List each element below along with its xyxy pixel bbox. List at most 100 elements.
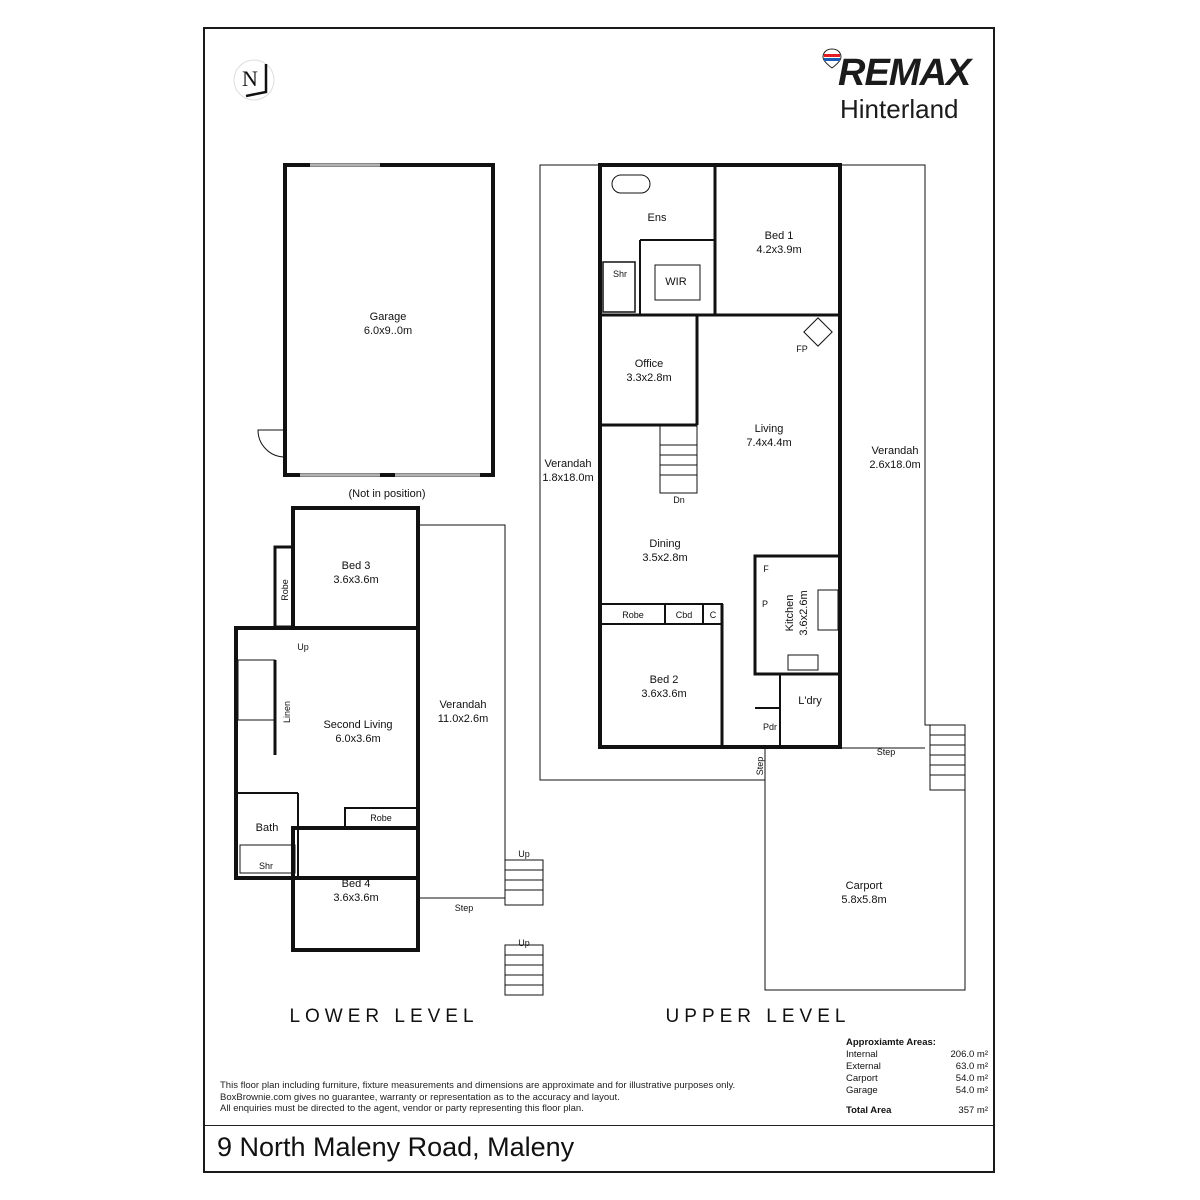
balloon-logo-icon <box>822 48 842 69</box>
pantry-label: P <box>761 599 769 609</box>
room-bed3: Bed 3 3.6x3.6m <box>333 559 378 587</box>
room-size: 1.8x18.0m <box>542 472 594 484</box>
disclaimer-line: This floor plan including furniture, fix… <box>220 1080 736 1091</box>
linen-label: Linen <box>282 700 292 724</box>
fridge-label: F <box>763 564 769 574</box>
area-value: 63.0 m² <box>955 1061 988 1072</box>
room-size: 6.0x3.6m <box>335 733 381 745</box>
property-address: 9 North Maleny Road, Maleny <box>217 1132 575 1162</box>
area-value: 54.0 m² <box>955 1073 988 1084</box>
room-office: Office 3.3x2.8m <box>626 357 671 385</box>
room-ens: Ens <box>647 212 667 224</box>
step-upper-right: Step <box>876 747 896 757</box>
areas-heading: Approxiamte Areas: <box>846 1037 936 1048</box>
room-bath: Bath <box>255 822 279 834</box>
disclaimer-line: BoxBrownie.com gives no guarantee, warra… <box>220 1091 620 1103</box>
divider <box>205 1125 993 1126</box>
area-value: 206.0 m² <box>950 1049 989 1060</box>
room-name: Living <box>754 423 784 435</box>
room-bed2: Bed 2 3.6x3.6m <box>641 673 686 701</box>
page-frame <box>203 27 995 1173</box>
room-name: Verandah <box>544 458 592 470</box>
lower-level-title: LOWER LEVEL <box>289 1006 479 1027</box>
robe-upper-label: Robe <box>622 610 644 620</box>
room-carport: Carport 5.8x5.8m <box>841 879 886 907</box>
area-label: External <box>846 1061 881 1072</box>
room-wir: WIR <box>665 276 687 288</box>
area-total-label: Total Area <box>846 1105 892 1116</box>
room-size: 3.6x3.6m <box>333 892 379 904</box>
area-value: 54.0 m² <box>955 1085 988 1096</box>
step-lower: Step <box>454 903 474 913</box>
room-size: 2.6x18.0m <box>869 459 921 471</box>
stair-down-label: Dn <box>673 495 685 505</box>
room-size: 3.3x2.8m <box>626 372 672 384</box>
area-label: Internal <box>846 1049 878 1060</box>
room-verandah-west: Verandah 1.8x18.0m <box>542 457 593 485</box>
lower-verandah-outline <box>418 524 506 899</box>
room-bed1: Bed 1 4.2x3.9m <box>756 229 801 257</box>
garage-note: (Not in position) <box>348 488 426 500</box>
disclaimer: This floor plan including furniture, fix… <box>220 1080 735 1115</box>
north-label: N <box>242 66 258 91</box>
garage-walls <box>283 163 495 477</box>
room-dining: Dining 3.5x2.8m <box>642 537 687 565</box>
fireplace-label: FP <box>796 344 808 354</box>
brand-subtitle: Hinterland <box>840 94 959 124</box>
room-name: Verandah <box>871 445 919 457</box>
closet-label: C <box>709 610 717 620</box>
room-name: Dining <box>649 538 681 550</box>
stair-up-2: Up <box>518 938 530 948</box>
areas-table: Approxiamte Areas: Internal 206.0 m² Exte… <box>846 1037 988 1117</box>
upper-house-walls <box>598 163 842 749</box>
room-size: 7.4x4.4m <box>746 437 792 449</box>
area-total-value: 357 m² <box>958 1105 988 1116</box>
room-kitchen: Kitchen 3.6x2.6m <box>783 590 811 635</box>
robe-bed4-label: Robe <box>370 813 392 823</box>
area-label: Carport <box>846 1073 878 1084</box>
room-bed4: Bed 4 3.6x3.6m <box>333 877 378 905</box>
area-row: Garage 54.0 m² <box>846 1085 988 1097</box>
area-row: Carport 54.0 m² <box>846 1073 988 1085</box>
room-name: Kitchen <box>784 594 796 632</box>
room-living: Living 7.4x4.4m <box>746 422 791 450</box>
room-size: 3.5x2.8m <box>642 552 688 564</box>
area-label: Garage <box>846 1085 878 1096</box>
room-size: 6.0x9..0m <box>363 325 413 337</box>
room-powder: Pdr <box>762 722 778 732</box>
area-total-row: Total Area 357 m² <box>846 1105 988 1117</box>
room-name: Office <box>634 358 664 370</box>
room-shr-upper: Shr <box>612 269 628 279</box>
robe-bed3-label: Robe <box>280 579 290 601</box>
room-second-living: Second Living 6.0x3.6m <box>323 718 392 746</box>
upper-level-title: UPPER LEVEL <box>665 1006 851 1027</box>
room-verandah-lower: Verandah 11.0x2.6m <box>438 698 489 726</box>
room-name: Carport <box>845 880 883 892</box>
room-verandah-east: Verandah 2.6x18.0m <box>869 444 920 472</box>
room-shr-lower: Shr <box>258 861 274 871</box>
room-name: Second Living <box>323 719 393 731</box>
room-size: 3.6x3.6m <box>333 574 379 586</box>
room-name: Bed 1 <box>764 230 794 242</box>
disclaimer-line: All enquiries must be directed to the ag… <box>220 1103 584 1114</box>
room-name: Bed 3 <box>341 560 371 572</box>
room-name: Garage <box>369 311 407 323</box>
brand-name: REMAX <box>838 52 971 94</box>
room-size: 4.2x3.9m <box>756 244 802 256</box>
area-row: Internal 206.0 m² <box>846 1049 988 1061</box>
cupboard-label: Cbd <box>675 610 693 620</box>
room-name: Verandah <box>439 699 487 711</box>
stair-up-1: Up <box>518 849 530 859</box>
room-garage: Garage 6.0x9..0m <box>364 310 412 338</box>
step-upper-left: Step <box>755 756 765 776</box>
room-name: Bed 4 <box>341 878 371 890</box>
north-compass-icon: N <box>233 59 275 101</box>
room-size: 3.6x2.6m <box>798 590 810 636</box>
room-size: 11.0x2.6m <box>437 713 489 725</box>
stair-up-label: Up <box>297 642 309 652</box>
room-size: 5.8x5.8m <box>841 894 887 906</box>
room-laundry: L'dry <box>798 695 822 707</box>
room-size: 3.6x3.6m <box>641 688 687 700</box>
area-row: External 63.0 m² <box>846 1061 988 1073</box>
